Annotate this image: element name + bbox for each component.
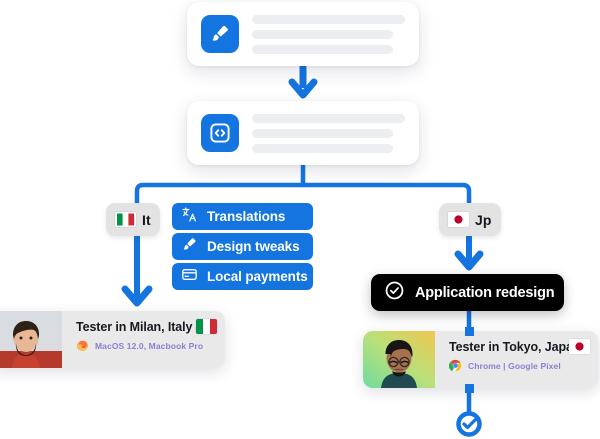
code-card[interactable] — [187, 101, 419, 165]
task-pill-translations[interactable]: Translations — [172, 203, 313, 230]
skeleton-line — [252, 128, 393, 138]
chrome-icon — [449, 359, 462, 372]
design-card[interactable] — [187, 2, 419, 66]
task-pill-design-tweaks[interactable]: Design tweaks — [172, 233, 313, 260]
skeleton-lines — [252, 14, 405, 54]
selection-handle-top[interactable] — [465, 327, 474, 336]
flag-japan-icon — [569, 339, 590, 354]
task-pill-local-payments[interactable]: Local payments — [172, 263, 313, 290]
skeleton-line — [252, 113, 405, 123]
tester-meta-label: MacOS 12.0, Macbook Pro — [95, 340, 204, 351]
tester-info: Tester in Milan, Italy MacOS 12.0, Macbo… — [62, 311, 225, 368]
avatar — [0, 311, 62, 368]
skeleton-line — [252, 44, 393, 54]
selection-handle-bottom[interactable] — [465, 384, 474, 393]
flag-italy-icon — [196, 319, 217, 334]
tester-info: Tester in Tokyo, Japan Chrome | Google P… — [435, 331, 598, 388]
branch-bus — [134, 182, 472, 203]
check-circle-icon — [384, 280, 405, 306]
country-badge-label: Jp — [475, 211, 492, 228]
tester-card-milan[interactable]: Tester in Milan, Italy MacOS 12.0, Macbo… — [0, 311, 225, 368]
task-pill-label: Design tweaks — [207, 239, 300, 254]
tester-meta: MacOS 12.0, Macbook Pro — [76, 339, 215, 352]
tester-card-tokyo[interactable]: Tester in Tokyo, Japan Chrome | Google P… — [363, 331, 598, 388]
status-pill-label: Application redesign — [415, 284, 555, 301]
flag-japan-icon — [448, 212, 469, 227]
arrowhead-status — [454, 250, 484, 271]
skeleton-line — [252, 29, 393, 39]
flag-italy-icon — [115, 212, 136, 227]
arrowhead-card2 — [288, 78, 318, 99]
translate-icon — [181, 206, 198, 228]
country-badge-it[interactable]: It — [106, 203, 160, 236]
task-pill-label: Local payments — [207, 269, 308, 284]
tester-name: Tester in Milan, Italy — [76, 320, 193, 334]
credit-card-icon — [181, 266, 198, 288]
check-circle-icon — [462, 418, 477, 430]
code-brackets-icon — [201, 114, 239, 152]
avatar — [363, 331, 435, 388]
skeleton-line — [252, 14, 405, 24]
firefox-icon — [76, 339, 89, 352]
country-badge-label: It — [142, 211, 151, 228]
country-badge-jp[interactable]: Jp — [439, 203, 501, 236]
arrowhead-milan — [121, 285, 153, 307]
task-pill-label: Translations — [207, 209, 286, 224]
tester-meta-label: Chrome | Google Pixel — [468, 360, 561, 371]
paintbrush-icon — [201, 15, 239, 53]
end-node-circle[interactable] — [456, 411, 482, 437]
skeleton-line — [252, 143, 393, 153]
status-pill-application-redesign[interactable]: Application redesign — [371, 274, 564, 311]
paintbrush-icon — [181, 236, 198, 258]
tester-meta: Chrome | Google Pixel — [449, 359, 588, 372]
skeleton-lines — [252, 113, 405, 153]
tester-name: Tester in Tokyo, Japan — [449, 340, 581, 354]
